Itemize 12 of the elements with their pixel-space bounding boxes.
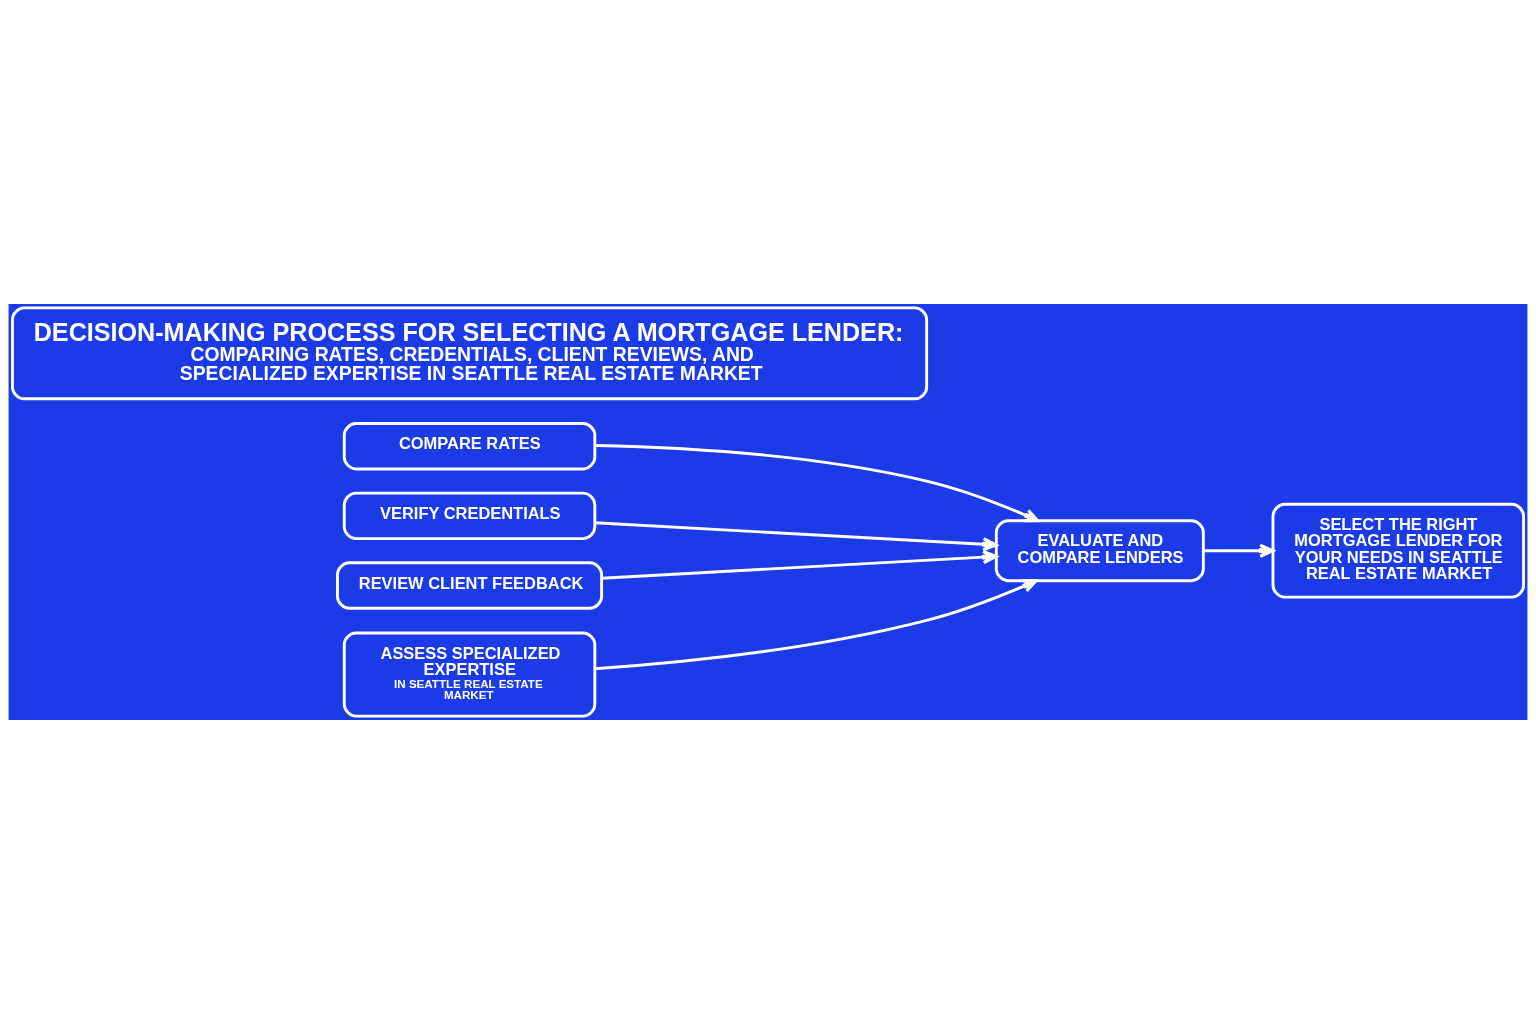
arrow [594,521,998,552]
arrow [595,444,1040,523]
node-box: VERIFY CREDENTIALS [342,491,597,541]
node-box: COMPARE RATES [342,422,597,471]
node-box: SELECT THE RIGHT MORTGAGE LENDER FOR YOUR NEEDS IN SEATTLE REAL ESTATE MARKET [1271,502,1525,599]
arrow [594,579,1038,671]
node-box: ASSESS SPECIALIZED EXPERTISE IN SEATTLE REAL ESTATE MARKET [342,631,597,718]
node-box: EVALUATE AND COMPARE LENDERS [994,519,1205,583]
arrow [1203,543,1275,558]
node-box: REVIEW CLIENT FEEDBACK [336,561,604,610]
node-box: DECISION-MAKING PROCESS FOR SELECTING A MORTGAGE LENDER: COMPARING RATES, CREDENTIALS, CLIENT REVIEWS, AND SPECIALIZED EXPERTISE IN SEATTLE REAL ESTATE MARKET [11,306,929,401]
arrow [601,549,998,580]
